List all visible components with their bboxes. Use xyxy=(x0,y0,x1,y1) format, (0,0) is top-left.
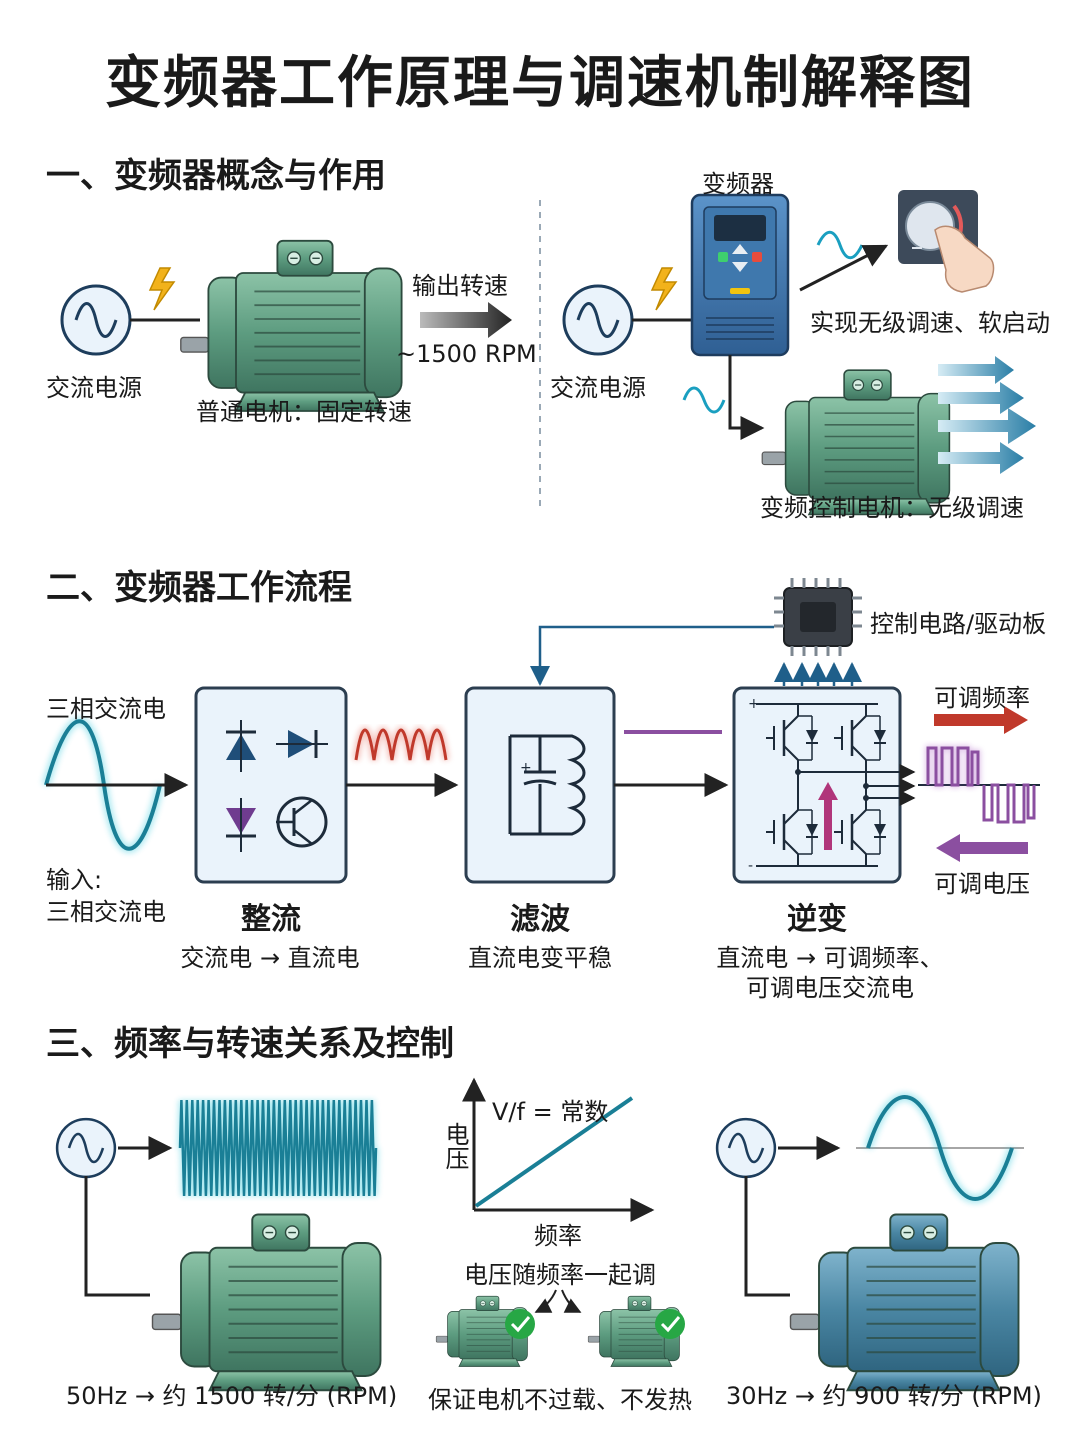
lightning-icon-right xyxy=(650,267,678,311)
invert-desc-2: 可调电压交流电 xyxy=(746,974,914,1002)
wave-icon-to-knob xyxy=(816,230,864,260)
speed-knob-icon xyxy=(898,190,995,293)
high-frequency-wave-line xyxy=(178,1099,378,1197)
vfd-label: 变频器 xyxy=(702,170,774,198)
protect-caption: 保证电机不过载、不发热 xyxy=(428,1386,692,1414)
input-label-bottom-1: 输入: xyxy=(46,866,103,894)
caption-50hz: 50Hz → 约 1500 转/分 (RPM) xyxy=(66,1382,398,1410)
section-3-heading: 三、频率与转速关系及控制 xyxy=(46,1024,454,1064)
vf-formula-label: V/f = 常数 xyxy=(492,1098,609,1126)
control-circuit-label: 控制电路/驱动板 xyxy=(870,610,1047,638)
section-2-graphics: + xyxy=(41,578,1040,884)
invert-title: 逆变 xyxy=(787,902,847,937)
check-icon-2 xyxy=(655,1309,685,1339)
capacitor-inductor-icon: + xyxy=(508,734,586,836)
speed-arrows-icon xyxy=(938,356,1036,474)
svg-text:-: - xyxy=(748,858,753,874)
page-title: 变频器工作原理与调速机制解释图 xyxy=(105,51,975,116)
rectify-desc: 交流电 → 直流电 xyxy=(180,944,360,972)
invert-desc-1: 直流电 → 可调频率、 xyxy=(716,944,944,972)
ac-source-label-left: 交流电源 xyxy=(46,374,142,402)
caption-30hz: 30Hz → 约 900 转/分 (RPM) xyxy=(726,1382,1042,1410)
rpm-label: ~1500 RPM xyxy=(396,340,537,368)
adjustable-voltage-label: 可调电压 xyxy=(934,870,1030,898)
vfd-motor-caption: 变频控制电机：无级调速 xyxy=(760,494,1024,522)
section-2-heading: 二、变频器工作流程 xyxy=(46,568,352,608)
control-chip-icon xyxy=(774,578,862,656)
svg-text:+: + xyxy=(748,696,760,712)
graph-xlabel: 频率 xyxy=(534,1222,582,1250)
gate-signal-arrows xyxy=(774,662,862,686)
filter-title: 滤波 xyxy=(510,902,570,937)
section-1-graphics xyxy=(60,190,1036,516)
input-label-bottom-2: 三相交流电 xyxy=(46,898,166,926)
freq-arrow-icon xyxy=(934,706,1028,734)
check-icon-1 xyxy=(505,1309,535,1339)
rectifier-box xyxy=(194,686,348,884)
ac-source-icon-30hz xyxy=(715,1117,777,1179)
output-speed-label: 输出转速 xyxy=(412,272,508,300)
normal-motor-caption: 普通电机：固定转速 xyxy=(196,398,412,426)
vf-line xyxy=(474,1096,634,1208)
ac-source-label-right: 交流电源 xyxy=(550,374,646,402)
lightning-icon-left xyxy=(148,267,176,311)
diode-icons xyxy=(226,720,328,852)
vf-note: 电压随频率一起调 xyxy=(464,1261,656,1289)
volt-arrow-icon xyxy=(936,834,1028,862)
rectify-title: 整流 xyxy=(241,902,301,937)
graph-ylabel: 电压 xyxy=(441,1122,469,1170)
pwm-output-wave xyxy=(918,745,1040,824)
control-feedback-line xyxy=(530,625,774,686)
motor-icon-left xyxy=(179,239,403,412)
motor-icon-30hz xyxy=(789,1213,1020,1392)
knob-caption: 实现无级调速、软启动 xyxy=(810,309,1050,337)
filter-desc: 直流电变平稳 xyxy=(468,944,612,972)
low-frequency-wave xyxy=(866,1095,1014,1201)
ac-source-icon-50hz xyxy=(55,1117,117,1179)
svg-text:+: + xyxy=(520,760,532,776)
section-3-graphics xyxy=(55,1077,1024,1392)
igbt-bridge-icon: + - xyxy=(748,696,916,874)
output-arrow-icon xyxy=(420,302,512,338)
vfd-device-icon xyxy=(690,193,790,357)
adjustable-frequency-label: 可调频率 xyxy=(934,684,1030,712)
wave-icon-to-motor xyxy=(682,386,726,414)
motor-icon-50hz xyxy=(151,1213,382,1392)
high-frequency-wave xyxy=(177,1099,379,1197)
vf-graph xyxy=(462,1077,655,1222)
section-1-heading: 一、变频器概念与作用 xyxy=(46,156,386,196)
transistor-icon xyxy=(276,796,328,848)
input-label-top: 三相交流电 xyxy=(46,695,166,723)
hand-icon xyxy=(934,225,995,293)
ac-source-icon-left xyxy=(60,284,132,356)
pulsating-dc-wave xyxy=(354,728,448,761)
ac-source-icon-right xyxy=(562,284,634,356)
